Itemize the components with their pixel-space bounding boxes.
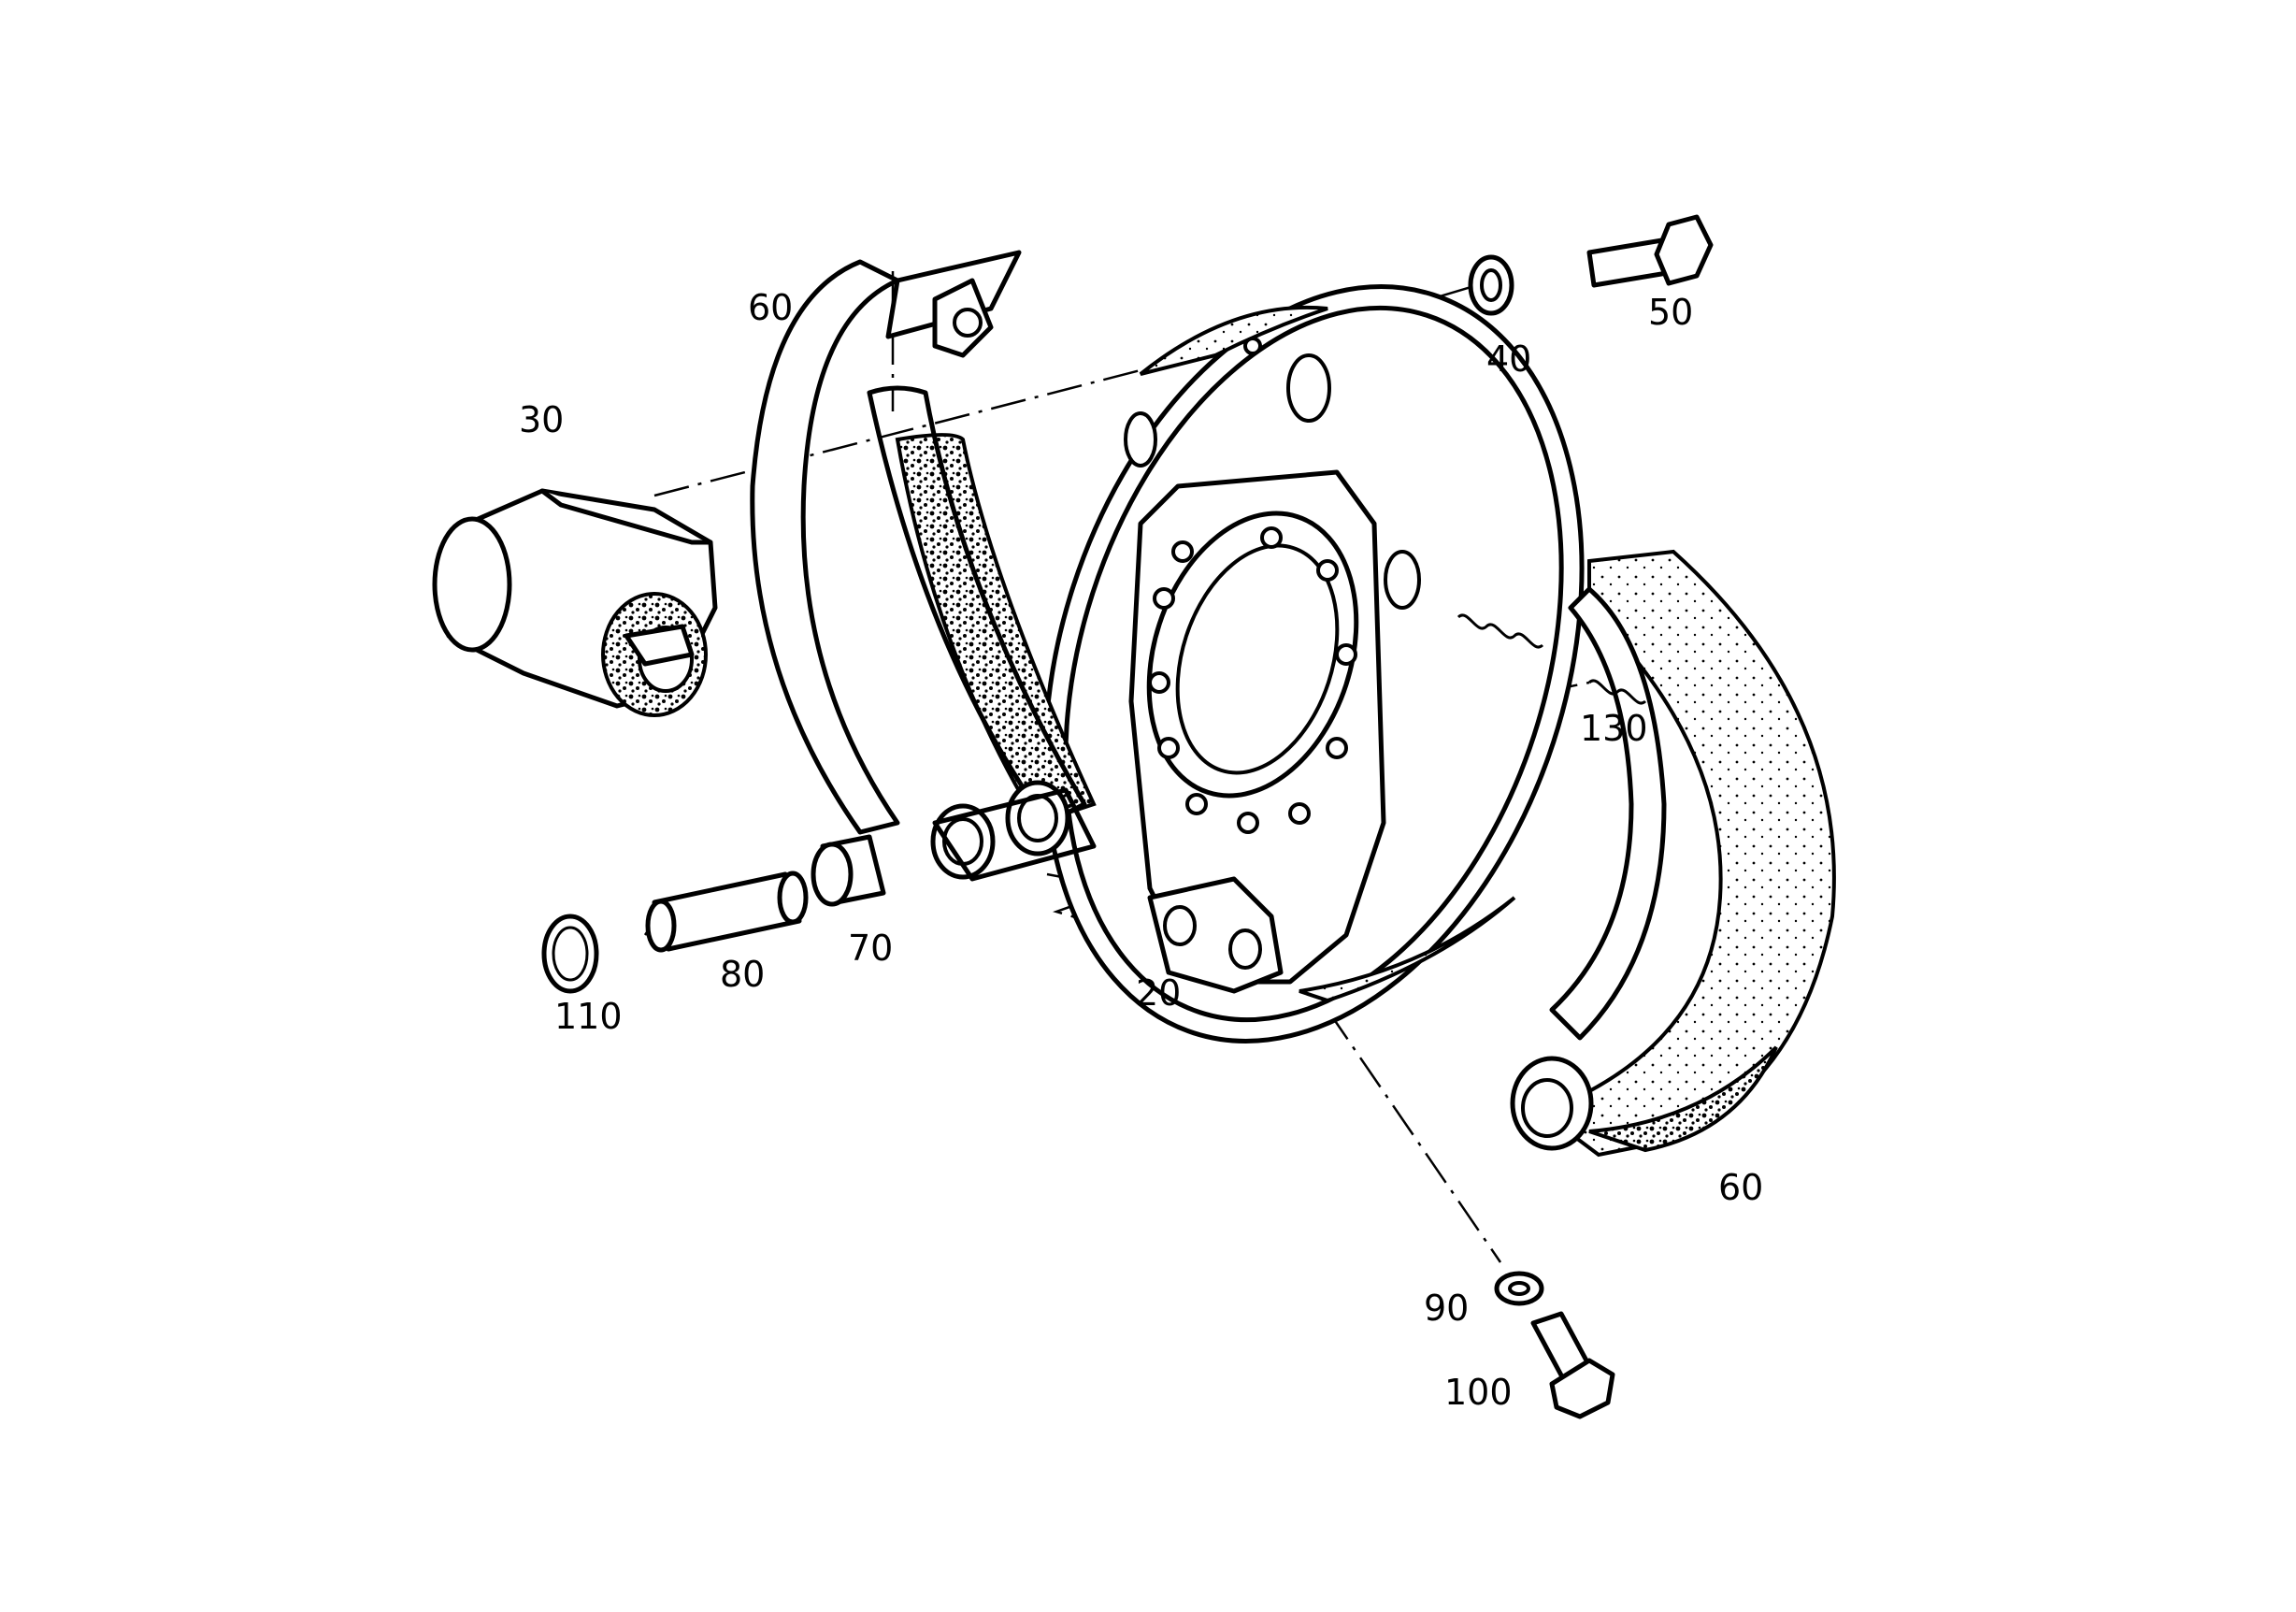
wheel-cylinder-30 [432, 488, 718, 717]
label-90: 90 [1424, 1288, 1469, 1329]
spring-washer-40 [1468, 254, 1514, 316]
backing-plate-20 [1042, 284, 1585, 1043]
bolt-50 [1586, 214, 1714, 288]
label-40: 40 [1486, 338, 1531, 380]
label-110: 110 [554, 996, 623, 1037]
label-80: 80 [720, 954, 765, 995]
label-130: 130 [1580, 708, 1648, 749]
label-70: 70 [848, 928, 893, 969]
label-50: 50 [1648, 292, 1693, 333]
return-spring-130 [1457, 613, 1647, 705]
pin-80 [645, 871, 809, 953]
label-20: 20 [1136, 972, 1181, 1014]
label-30: 30 [519, 399, 564, 440]
label-100: 100 [1444, 1372, 1513, 1413]
bolt-100 [1530, 1311, 1615, 1419]
brake-shoe-60-top [750, 250, 1097, 882]
part-labels: 20 30 40 50 60 60 70 80 90 100 110 130 [519, 287, 1763, 1413]
bushing-70 [811, 834, 886, 907]
washer-90 [1494, 1271, 1544, 1306]
circlip-110 [541, 914, 599, 994]
label-60-bottom: 60 [1718, 1167, 1763, 1208]
label-60-top: 60 [748, 287, 793, 328]
bolt-holes [1148, 526, 1357, 834]
